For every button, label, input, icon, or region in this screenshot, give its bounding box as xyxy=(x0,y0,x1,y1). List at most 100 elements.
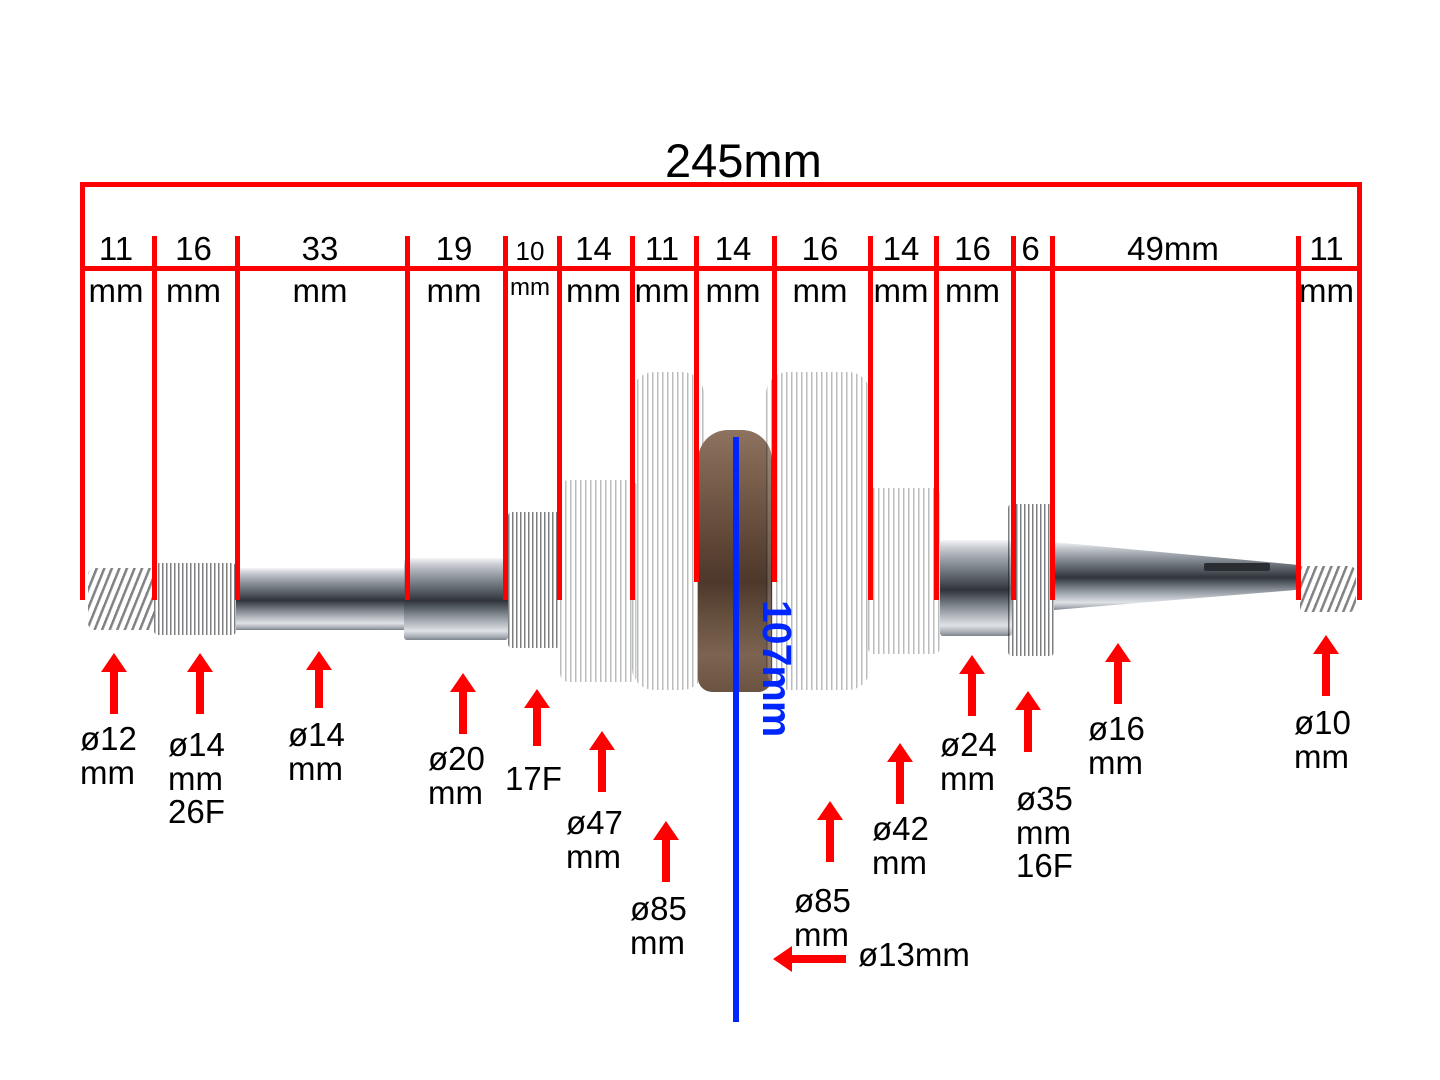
callout-d10: ø10 mm xyxy=(1294,706,1351,773)
callout-d47-line1: ø47 xyxy=(566,804,623,841)
bearing-journal-47mm xyxy=(560,480,638,682)
segment-unit-14: mm xyxy=(1299,272,1354,309)
callout-d14-26f-line1: ø14 xyxy=(168,726,225,763)
callout-d47-line2: mm xyxy=(566,837,621,875)
callout-d42-line2: mm xyxy=(872,843,927,881)
segment-divider-4 xyxy=(503,236,508,600)
callout-d14-26f: ø14 mm 26F xyxy=(168,728,225,829)
callout-d85-right: ø85 mm xyxy=(794,884,851,951)
segment-value-1: 11 xyxy=(98,230,134,267)
callout-f17: 17F xyxy=(505,762,562,796)
callout-d13: ø13mm xyxy=(858,938,970,972)
segment-value-14: 11 xyxy=(1309,230,1344,267)
segment-divider-6 xyxy=(630,236,635,600)
segment-unit-2: mm xyxy=(166,272,221,309)
arrow-d10 xyxy=(1322,652,1330,696)
arrow-d14-26f xyxy=(196,670,204,714)
height-measure-line xyxy=(733,437,739,1022)
segment-unit-3: mm xyxy=(292,272,348,309)
segment-divider-3 xyxy=(405,236,410,600)
arrow-d35-16f xyxy=(1024,708,1032,752)
callout-d35-16f: ø35 mm 16F xyxy=(1016,782,1073,883)
segment-unit-7: mm xyxy=(634,272,690,309)
callout-d20-line2: mm xyxy=(428,773,483,811)
right-threaded-end xyxy=(1300,566,1356,612)
height-measure-label: 107mm xyxy=(754,600,800,737)
callout-d47: ø47 mm xyxy=(566,806,623,873)
callout-d85-right-line1: ø85 xyxy=(794,882,851,919)
callout-d16-line1: ø16 xyxy=(1088,710,1145,747)
overall-top-rail xyxy=(80,182,1362,187)
segment-divider-5 xyxy=(557,236,562,600)
segment-unit-10: mm xyxy=(873,272,929,309)
callout-d16-line2: mm xyxy=(1088,743,1143,781)
overall-length-label: 245mm xyxy=(665,134,822,187)
arrow-d85-left xyxy=(662,838,670,882)
segment-divider-9 xyxy=(868,236,873,600)
callout-d13-line1: ø13mm xyxy=(858,936,970,973)
arrow-d16 xyxy=(1114,660,1122,704)
arrow-f17 xyxy=(533,706,541,746)
segment-divider-11 xyxy=(1011,236,1016,600)
callout-d85-left-line1: ø85 xyxy=(630,890,687,927)
segment-unit-1: mm xyxy=(88,272,144,309)
segment-value-3: 33 xyxy=(301,230,339,267)
callout-d20-line1: ø20 xyxy=(428,740,485,777)
callout-d14-shaft-line1: ø14 xyxy=(288,716,345,753)
segment-divider-8 xyxy=(772,236,777,582)
arrow-d13 xyxy=(790,955,846,963)
callout-d85-left-line2: mm xyxy=(630,923,685,961)
callout-d12-line2: mm xyxy=(80,753,135,791)
callout-d42-line1: ø42 xyxy=(872,810,929,847)
segment-divider-7 xyxy=(694,236,699,582)
segment-unit-8: mm xyxy=(705,272,761,309)
segment-divider-13 xyxy=(1296,236,1301,600)
callout-d10-line1: ø10 xyxy=(1294,704,1351,741)
segment-unit-5: mm xyxy=(510,274,550,301)
segment-unit-4: mm xyxy=(426,272,482,309)
arrow-d85-right xyxy=(826,818,834,862)
callout-d85-right-line2: mm xyxy=(794,915,849,953)
spline-gear-17f xyxy=(508,512,560,648)
callout-d24: ø24 mm xyxy=(940,728,997,795)
callout-d42: ø42 mm xyxy=(872,812,929,879)
callout-d16: ø16 mm xyxy=(1088,712,1145,779)
segment-value-10: 14 xyxy=(882,230,920,267)
callout-d24-line2: mm xyxy=(940,759,995,797)
arrow-d20 xyxy=(459,690,467,734)
overall-right-bound xyxy=(1357,182,1362,600)
arrow-d12 xyxy=(110,670,118,714)
segment-divider-2 xyxy=(235,236,240,600)
callout-d35-16f-line3: 16F xyxy=(1016,847,1073,885)
arrow-d42 xyxy=(896,760,904,804)
left-threaded-end xyxy=(88,568,154,630)
segment-value-13: 49mm xyxy=(1127,230,1219,267)
segment-value-11: 16 xyxy=(954,230,991,267)
callout-d35-16f-line2: mm xyxy=(1016,813,1071,851)
callout-d14-26f-line3: 26F xyxy=(168,793,225,831)
tapered-shaft-16mm xyxy=(1054,542,1300,610)
shaft-step-20mm xyxy=(404,558,508,640)
callout-d12-line1: ø12 xyxy=(80,720,137,757)
callout-d35-16f-line1: ø35 xyxy=(1016,780,1073,817)
segment-value-9: 16 xyxy=(801,230,839,267)
left-main-shaft xyxy=(236,568,404,630)
callout-d10-line2: mm xyxy=(1294,737,1349,775)
journal-42mm xyxy=(868,488,940,654)
callout-f17-line1: 17F xyxy=(505,760,562,797)
segment-divider-1 xyxy=(152,236,157,600)
segment-unit-11: mm xyxy=(945,272,1000,309)
shaft-24mm xyxy=(940,540,1012,636)
callout-d24-line1: ø24 xyxy=(940,726,997,763)
segment-value-6: 14 xyxy=(575,230,612,267)
segment-rail xyxy=(80,266,1362,271)
arrow-d14-shaft xyxy=(315,668,323,708)
callout-d14-shaft: ø14 mm xyxy=(288,718,345,785)
segment-value-2: 16 xyxy=(175,230,212,267)
left-spline-26f xyxy=(154,563,236,635)
segment-value-4: 19 xyxy=(435,230,473,267)
segment-value-5: 10 xyxy=(515,236,545,266)
arrow-d47 xyxy=(598,748,606,792)
callout-d14-26f-line2: mm xyxy=(168,759,223,797)
